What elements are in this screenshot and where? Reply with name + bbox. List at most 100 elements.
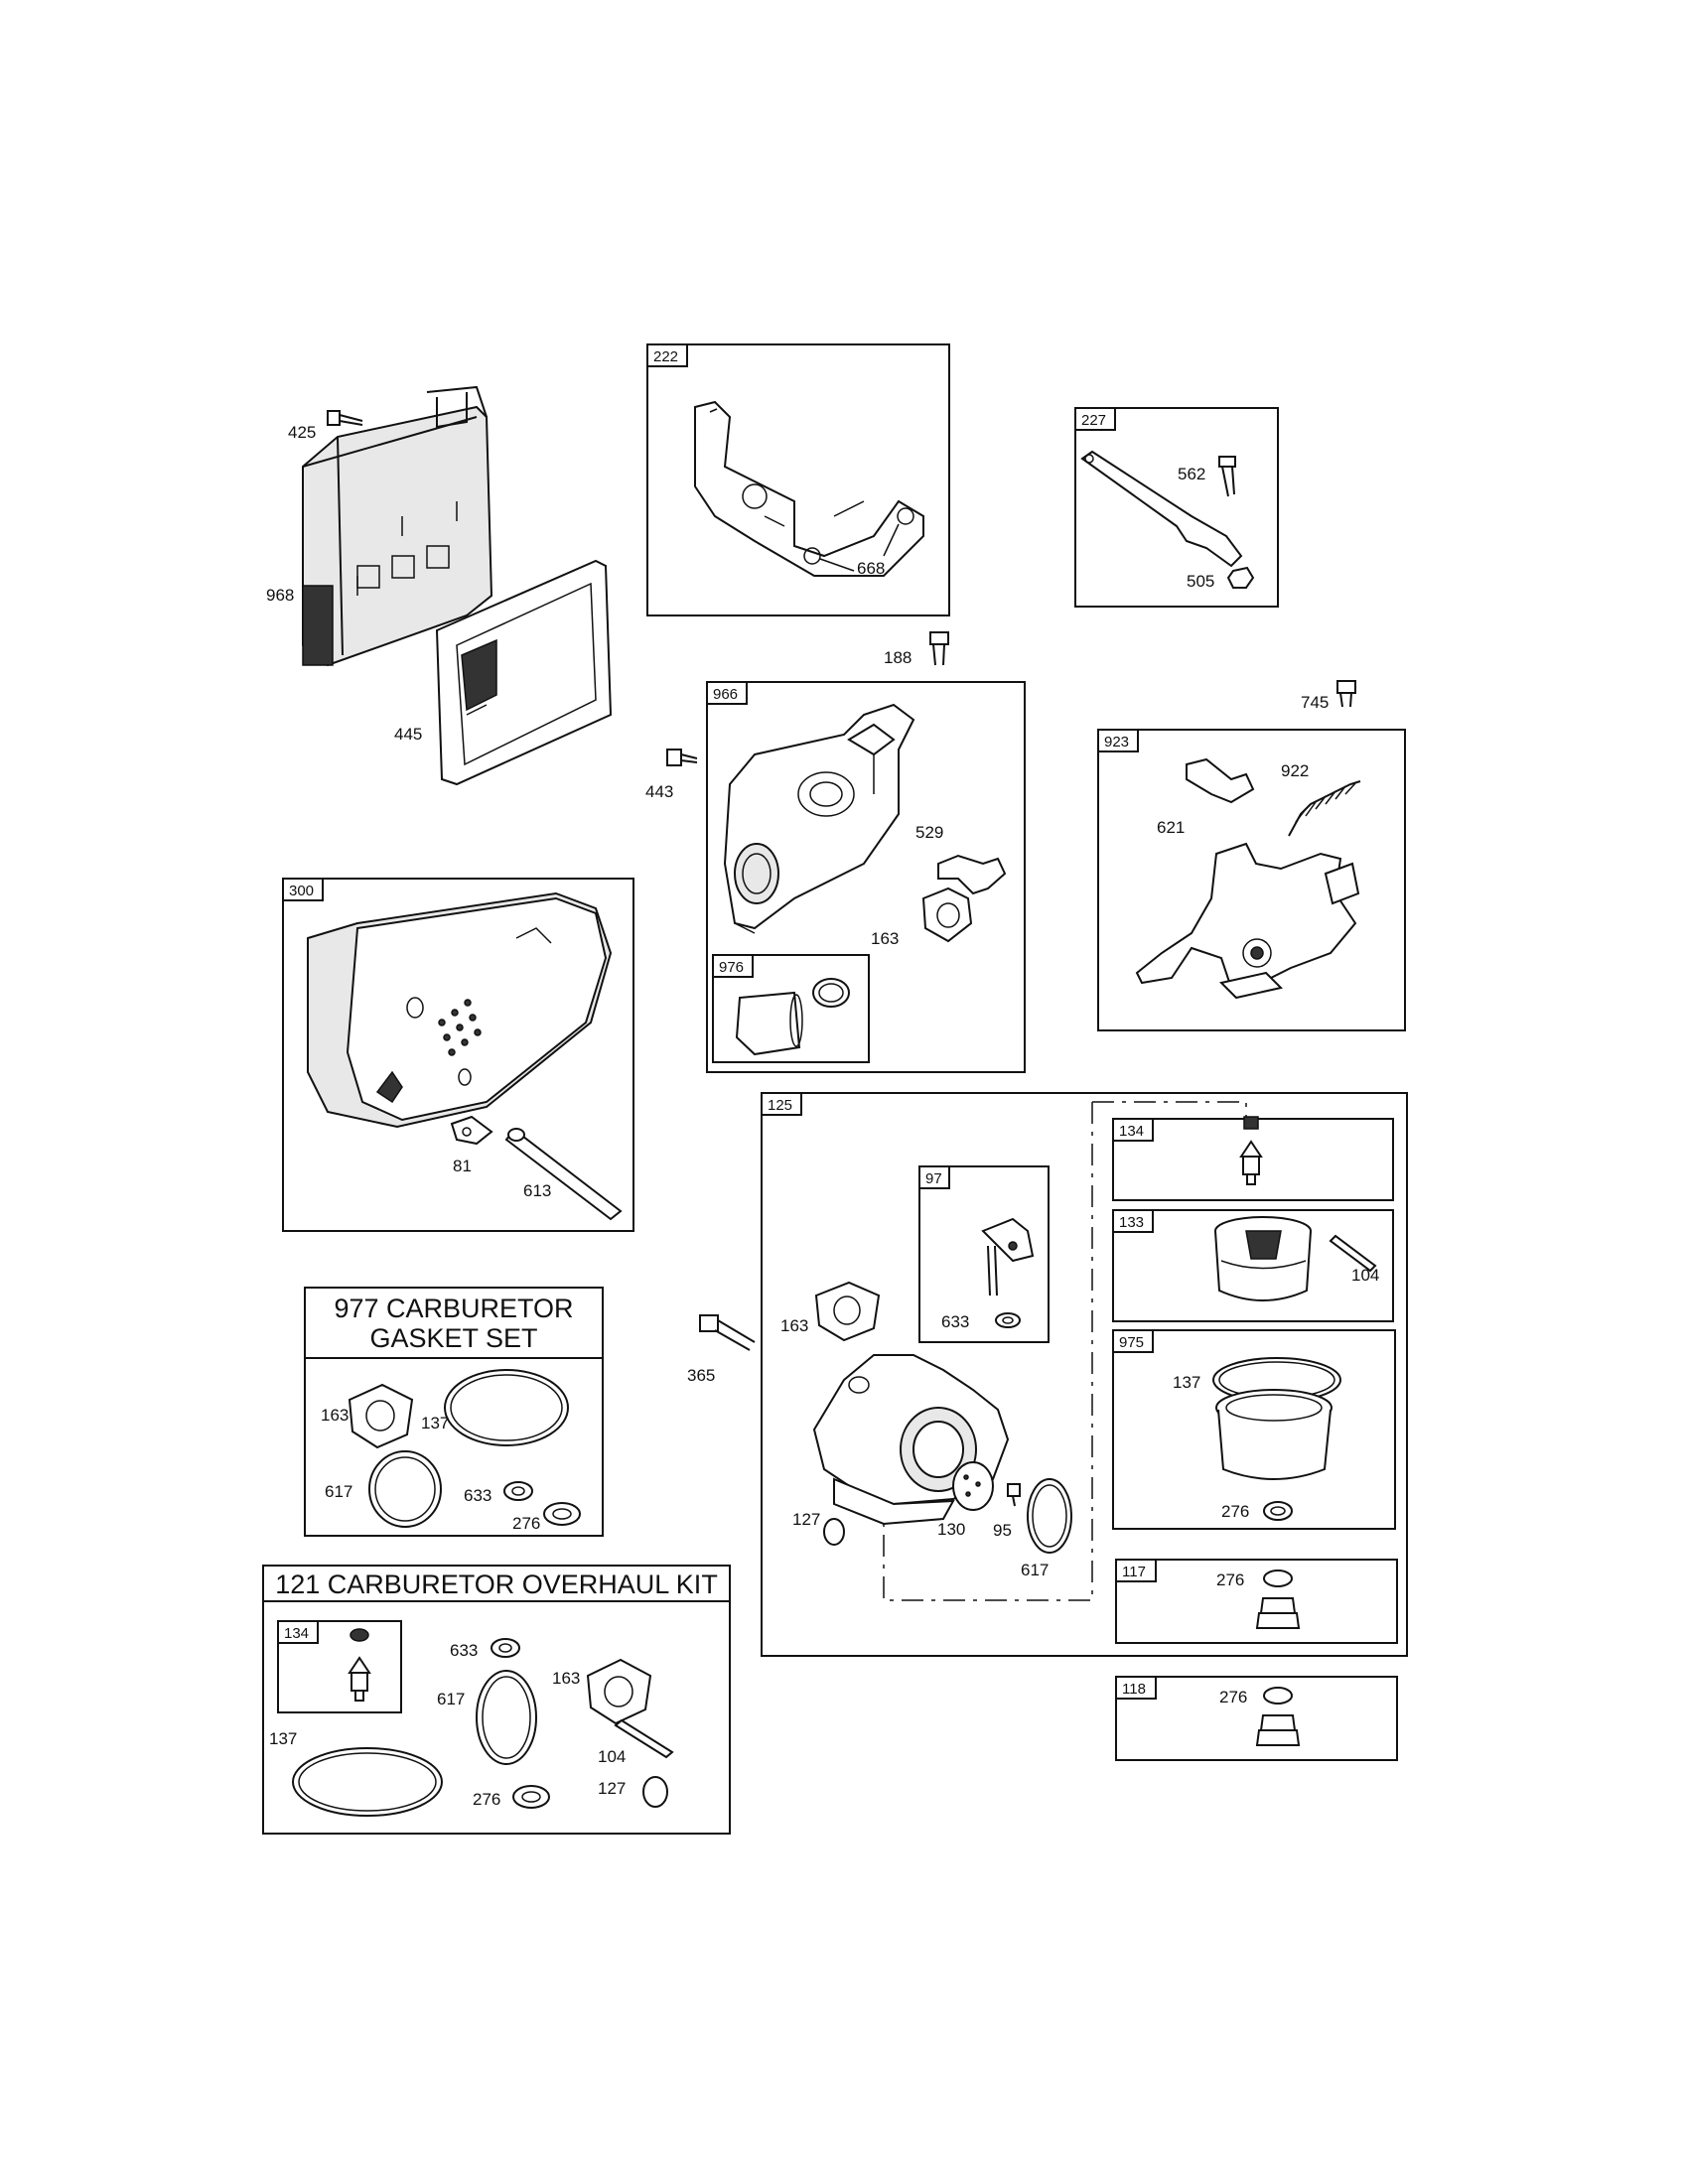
callout-276-c: 276 [1219, 1688, 1247, 1706]
callout-104-a: 104 [1351, 1266, 1379, 1285]
washer-633-kit121-part [491, 1638, 520, 1658]
screw-95-part [1007, 1483, 1021, 1507]
muffler-part [307, 891, 613, 1129]
box-label-222: 222 [653, 348, 678, 365]
gasket-137-kit977-part [444, 1369, 569, 1446]
callout-127-b: 127 [598, 1779, 626, 1798]
gasket-137-kit121-part [292, 1747, 443, 1817]
screw-365-part [699, 1314, 756, 1351]
kit-977-title-line2: GASKET SET [369, 1323, 537, 1353]
throttle-shaft-part [981, 1217, 1035, 1297]
callout-81: 81 [453, 1157, 472, 1175]
box-134-kit: 134 [277, 1620, 402, 1713]
box-975: 975 137 276 [1112, 1329, 1396, 1530]
stud-613-part [504, 1128, 623, 1221]
box-923: 923 922 621 [1097, 729, 1406, 1031]
screw-425-part [327, 410, 363, 426]
kit-121-title: 121 CARBURETOR OVERHAUL KIT [275, 1570, 718, 1599]
plate-130-part [952, 1461, 994, 1511]
callout-104-b: 104 [598, 1747, 626, 1766]
breather-tube-529-part [937, 854, 1007, 895]
callout-633-c: 633 [450, 1641, 478, 1660]
box-label-134-a: 134 [1119, 1123, 1144, 1140]
kit-977-title-line1: 977 CARBURETOR [334, 1294, 573, 1323]
carburetor-body-part [812, 1354, 1010, 1526]
box-label-975: 975 [1119, 1334, 1144, 1351]
callout-633-a: 633 [941, 1312, 969, 1331]
oring-617-kit121-part [476, 1670, 537, 1765]
pin-104-kit121-part [614, 1718, 674, 1759]
callout-633-b: 633 [464, 1486, 491, 1505]
box-97: 97 633 [918, 1165, 1050, 1343]
callout-276-e: 276 [473, 1790, 500, 1809]
callout-188: 188 [884, 648, 912, 667]
washer-276-kit121-part [512, 1785, 550, 1809]
kit-977-gasket-set: 977 CARBURETOR GASKET SET 163 137 617 63… [304, 1287, 604, 1537]
washer-276-bowl-part [1263, 1501, 1293, 1521]
plug-976-part [735, 991, 803, 1056]
washer-276-kit977-part [543, 1502, 581, 1526]
needle-valve-kit-part [348, 1628, 371, 1702]
box-133: 133 104 [1112, 1209, 1394, 1322]
bowl-nut-117-part [1255, 1570, 1301, 1629]
callout-445: 445 [394, 725, 422, 744]
gasket-163-kit977-part [348, 1383, 414, 1449]
box-label-923: 923 [1104, 734, 1129, 751]
clip-621-part [1186, 757, 1255, 804]
callout-745: 745 [1301, 693, 1329, 712]
box-134-carb: 134 [1112, 1116, 1394, 1201]
washer-633-in-97-part [995, 1312, 1021, 1328]
box-label-133: 133 [1119, 1214, 1144, 1231]
callout-617-c: 617 [437, 1690, 465, 1708]
callout-668: 668 [857, 559, 885, 578]
callout-137-b: 137 [421, 1414, 449, 1433]
callout-276-b: 276 [1216, 1570, 1244, 1589]
gasket-163-part [921, 887, 973, 943]
callout-127-a: 127 [792, 1510, 820, 1529]
box-227: 227 562 505 [1074, 407, 1279, 608]
callout-130: 130 [937, 1520, 965, 1539]
pin-104-carb-part [1329, 1234, 1377, 1273]
box-117: 117 276 [1115, 1559, 1398, 1644]
screw-188-part [929, 631, 949, 666]
gasket-163-carb-part [814, 1281, 881, 1342]
box-label-117: 117 [1122, 1564, 1146, 1580]
callout-137-a: 137 [1173, 1373, 1200, 1392]
clamp-976-part [812, 978, 850, 1008]
callout-443: 443 [645, 782, 673, 801]
box-label-976: 976 [719, 959, 744, 976]
box-label-300: 300 [289, 883, 314, 899]
callout-163-a: 163 [871, 929, 899, 948]
callout-276-a: 276 [1221, 1502, 1249, 1521]
callout-505: 505 [1187, 572, 1214, 591]
callout-163-d: 163 [552, 1669, 580, 1688]
callout-163-b: 163 [780, 1316, 808, 1335]
box-label-118: 118 [1122, 1681, 1146, 1698]
callout-95: 95 [993, 1521, 1012, 1540]
float-part [1214, 1216, 1312, 1301]
box-label-966: 966 [713, 686, 738, 703]
callout-621: 621 [1157, 818, 1185, 837]
needle-valve-part [1239, 1116, 1263, 1185]
air-cleaner-base-plate-part [723, 703, 915, 934]
callout-617-b: 617 [325, 1482, 352, 1501]
box-125: 125 97 633 [761, 1092, 1408, 1657]
bowl-nut-118-part [1255, 1687, 1301, 1746]
air-filter-part [435, 559, 613, 786]
control-bracket-part [694, 400, 924, 577]
callout-613: 613 [523, 1181, 551, 1200]
callout-617-a: 617 [1021, 1561, 1049, 1579]
callout-968: 968 [266, 586, 294, 605]
gasket-163-kit121-part [586, 1658, 652, 1725]
control-plate-assembly-part [1135, 842, 1360, 1000]
box-966: 966 529 163 976 [706, 681, 1026, 1073]
box-label-97: 97 [925, 1170, 942, 1187]
kit-121-overhaul: 121 CARBURETOR OVERHAUL KIT 134 [262, 1565, 731, 1835]
oring-617-kit977-part [368, 1450, 442, 1528]
oring-617-carb-part [1027, 1478, 1072, 1554]
box-118: 118 276 [1115, 1676, 1398, 1761]
callout-425: 425 [288, 423, 316, 442]
callout-529: 529 [915, 823, 943, 842]
callout-365: 365 [687, 1366, 715, 1385]
